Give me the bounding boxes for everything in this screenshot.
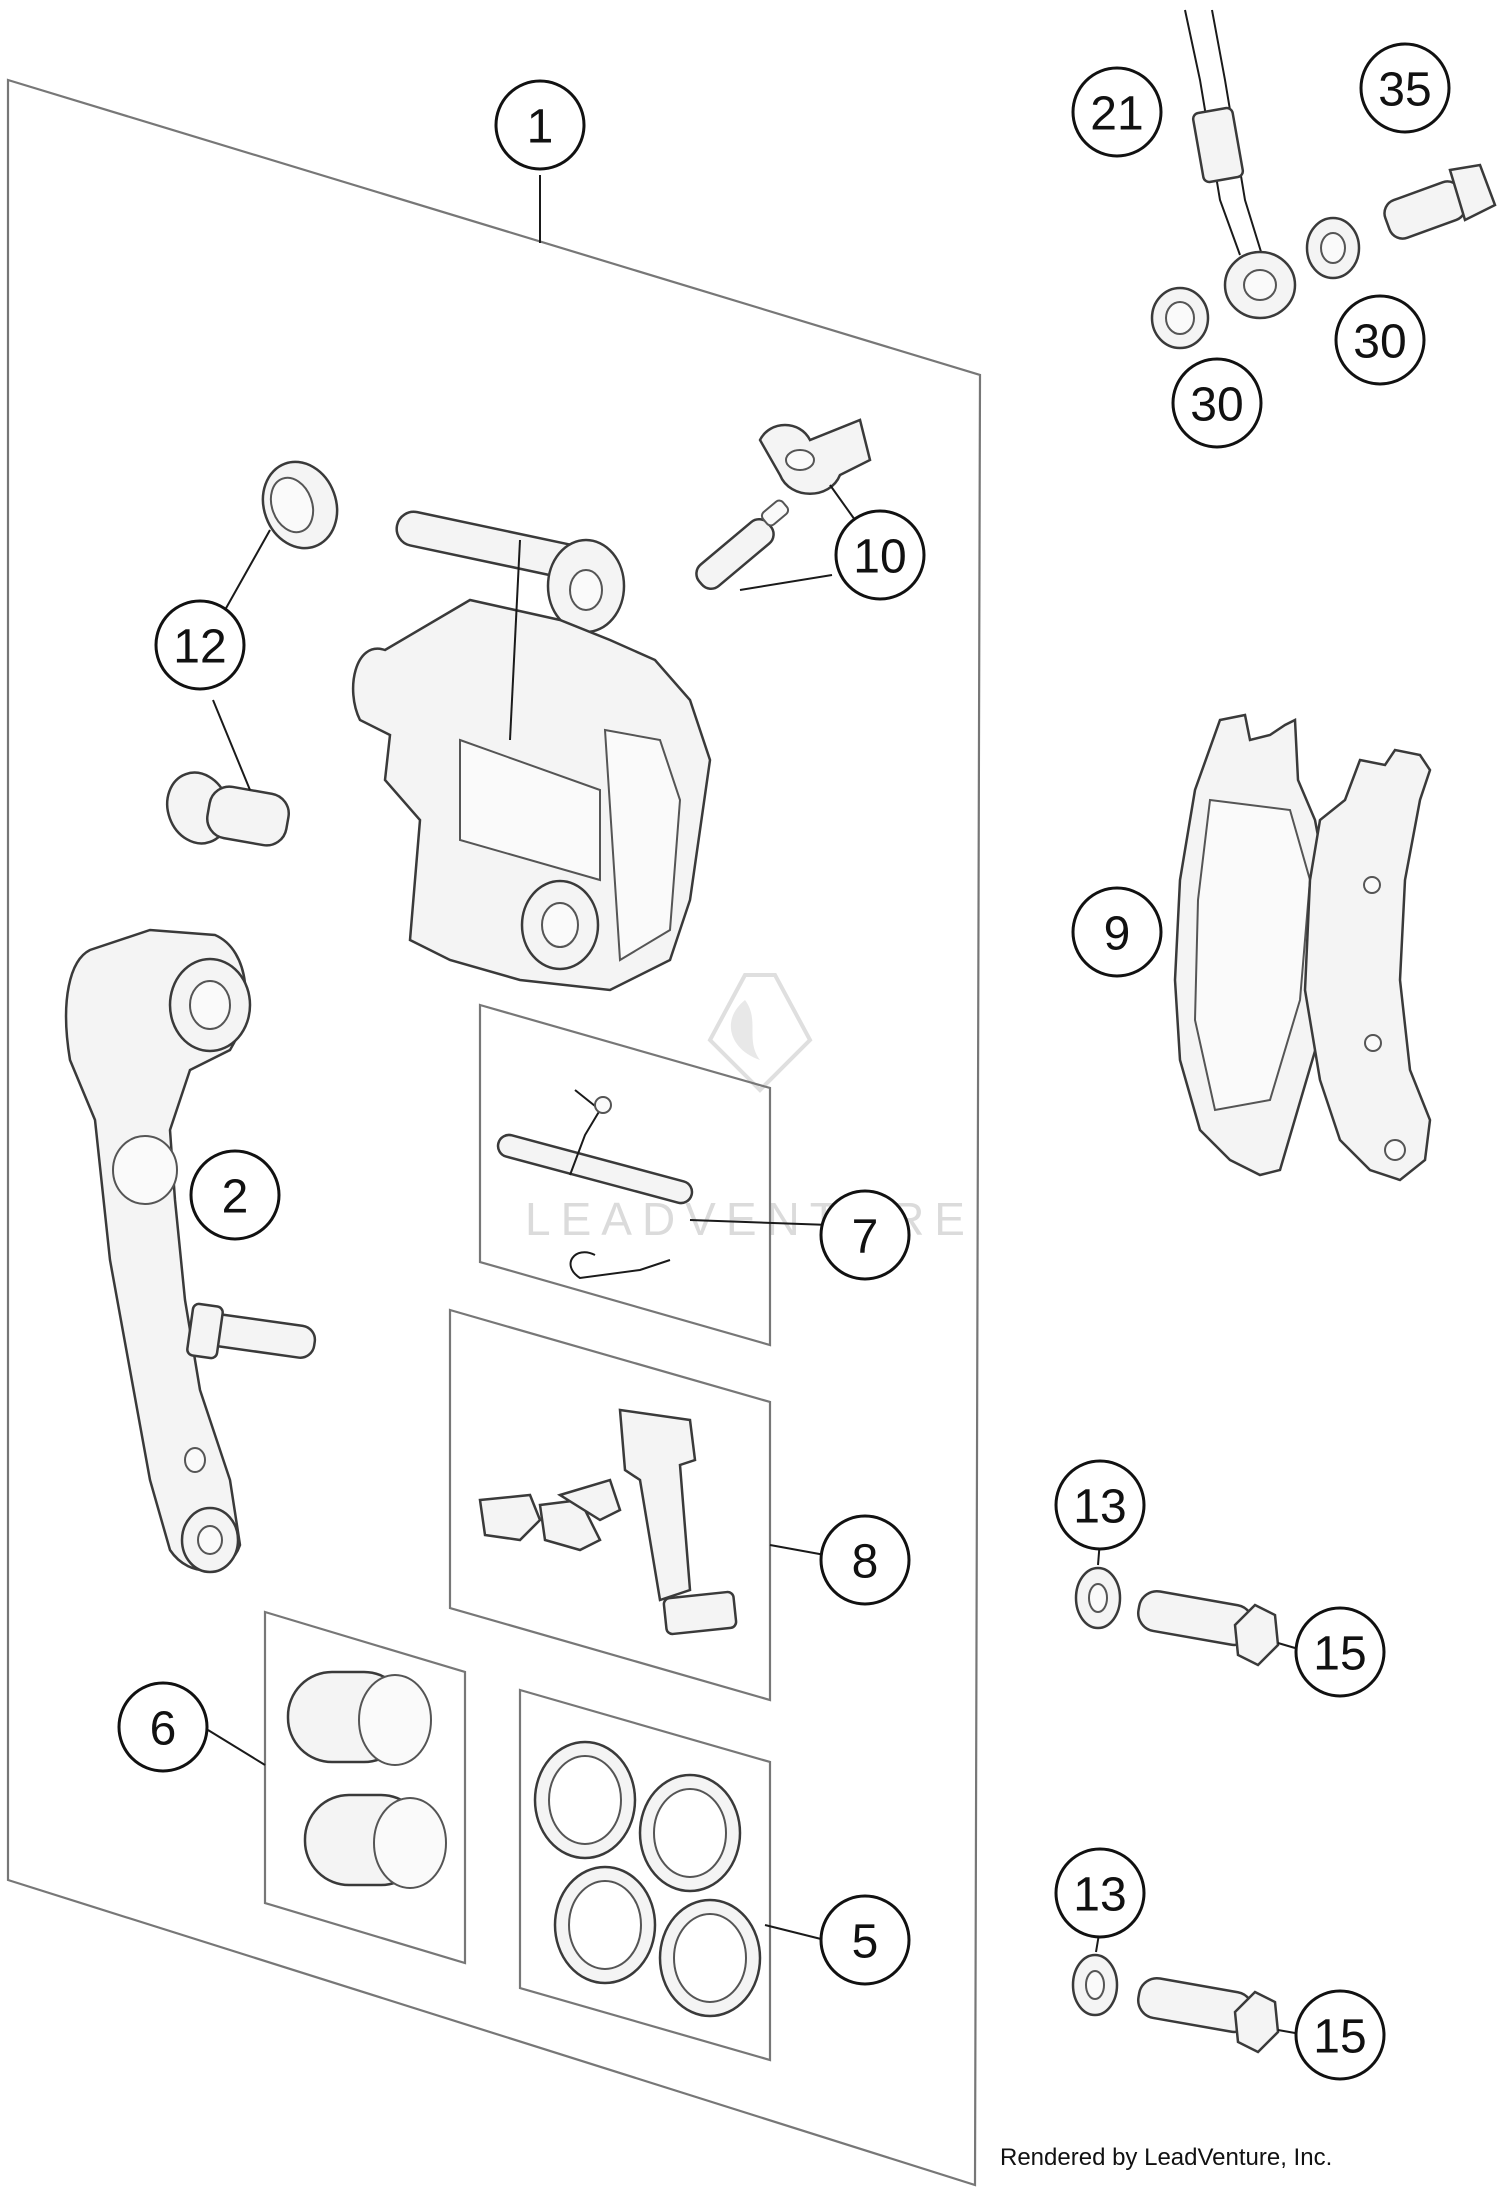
- callout-7: 7: [819, 1189, 911, 1281]
- callout-5-label: 5: [852, 1916, 879, 1969]
- callout-10-label: 10: [853, 531, 906, 584]
- caliper-bracket: [64, 928, 317, 1574]
- callout-8-leader: [769, 1544, 826, 1556]
- callout-13b-label: 13: [1073, 1869, 1126, 1922]
- callout-30a: 30: [1171, 357, 1263, 449]
- callout-7-leader: [689, 1219, 831, 1226]
- callout-6-leader: [207, 1729, 266, 1766]
- callout-35: 35: [1359, 42, 1451, 134]
- brake-caliper-body: [351, 510, 712, 992]
- callout-6: 6: [117, 1681, 209, 1773]
- callout-6-label: 6: [150, 1703, 177, 1756]
- callout-13b: 13: [1054, 1847, 1146, 1939]
- render-credit: Rendered by LeadVenture, Inc.: [1000, 2144, 1332, 2171]
- callout-9: 9: [1071, 886, 1163, 978]
- bleeder-valve-parts: [695, 418, 872, 590]
- callout-5: 5: [819, 1894, 911, 1986]
- callout-12: 12: [154, 599, 246, 691]
- callout-30a-label: 30: [1190, 379, 1243, 432]
- callout-30b: 30: [1334, 294, 1426, 386]
- callout-2: 2: [189, 1149, 281, 1241]
- callout-13a-label: 13: [1073, 1481, 1126, 1534]
- callout-15b-leader: [1277, 2029, 1296, 2034]
- brake-line-parts: [1150, 9, 1497, 350]
- watermark: LEADVENTURE: [525, 973, 965, 1245]
- callout-10-leader-top: [829, 484, 856, 521]
- callout-12-leader-bottom: [212, 699, 251, 791]
- callout-5-leader: [764, 1924, 826, 1941]
- callout-13a: 13: [1054, 1459, 1146, 1551]
- piston-parts: [286, 1670, 447, 1889]
- callout-9-label: 9: [1104, 908, 1131, 961]
- bleeder-cap-parts: [165, 460, 339, 847]
- callout-8-label: 8: [852, 1536, 879, 1589]
- kit-5-frame: [518, 1688, 772, 2062]
- callout-8: 8: [819, 1514, 911, 1606]
- callout-12-label: 12: [173, 621, 226, 674]
- callout-15a: 15: [1294, 1606, 1386, 1698]
- assembly-frame: [6, 78, 982, 2187]
- callout-2-label: 2: [222, 1171, 249, 1224]
- callout-10: 10: [834, 509, 926, 601]
- kit-6-frame: [263, 1610, 467, 1965]
- callout-15a-label: 15: [1313, 1628, 1366, 1681]
- seal-ring-parts: [533, 1740, 762, 2018]
- kit-8-frame: [448, 1308, 772, 1702]
- callout-30b-label: 30: [1353, 316, 1406, 369]
- callout-21: 21: [1071, 66, 1163, 158]
- callout-21-label: 21: [1090, 88, 1143, 141]
- callout-10-leader-bottom: [739, 574, 833, 591]
- callout-35-label: 35: [1378, 64, 1431, 117]
- callout-1-label: 1: [527, 101, 554, 154]
- washer-bolt-set-a: [1074, 1566, 1280, 1667]
- brake-pad-parts: [1173, 713, 1432, 1182]
- callout-15b: 15: [1294, 1989, 1386, 2081]
- callout-12-leader-top: [224, 529, 271, 611]
- clip-kit-parts: [478, 1408, 738, 1636]
- pin-kit-parts: [496, 1089, 694, 1280]
- callout-15b-label: 15: [1313, 2011, 1366, 2064]
- kit-7-frame: [478, 1003, 772, 1347]
- washer-bolt-set-b: [1071, 1953, 1280, 2054]
- callout-7-label: 7: [852, 1211, 879, 1264]
- callout-15a-leader: [1277, 1642, 1296, 1649]
- callout-1: 1: [494, 79, 586, 171]
